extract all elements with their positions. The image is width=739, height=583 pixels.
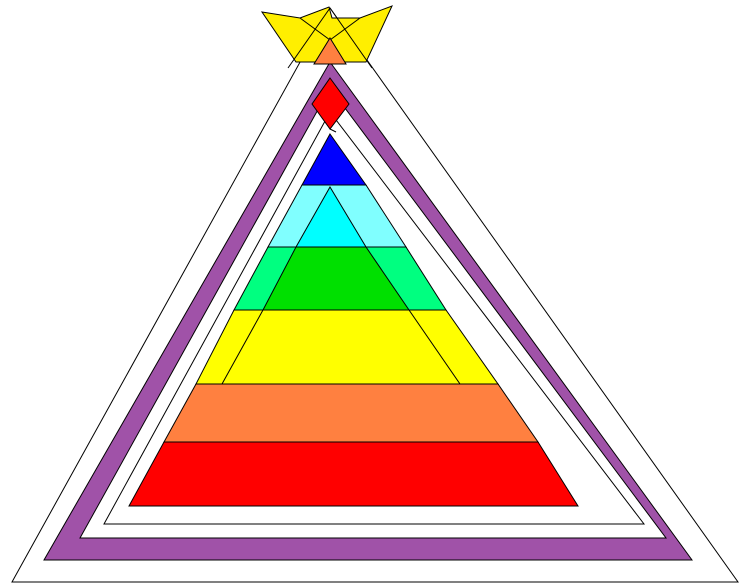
orange-tier [164,384,538,442]
red-tier [129,442,578,506]
